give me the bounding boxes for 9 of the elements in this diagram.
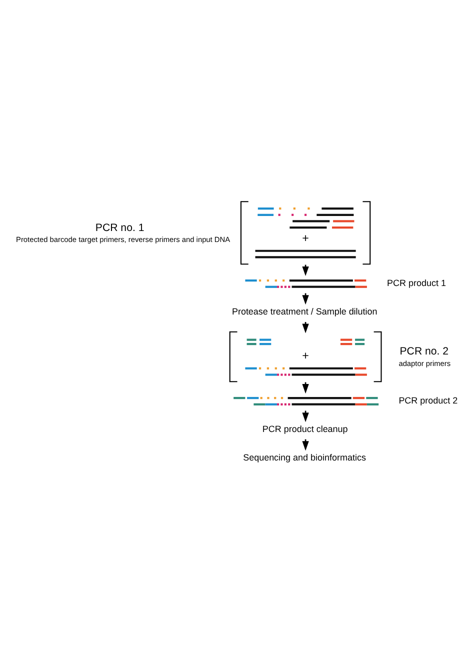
node-label: PCR product 2	[398, 396, 458, 406]
node-text: Protease treatment / Sample dilution	[232, 306, 378, 316]
node-label: PCR no. 1	[95, 222, 144, 234]
node-text: Sequencing and bioinformatics	[243, 452, 366, 463]
label: +	[302, 232, 309, 246]
node-label: PCR no. 2	[400, 346, 449, 358]
node-text: PCR product cleanup	[262, 424, 348, 434]
label: +	[302, 350, 309, 363]
node-label: PCR product 1	[387, 278, 446, 288]
